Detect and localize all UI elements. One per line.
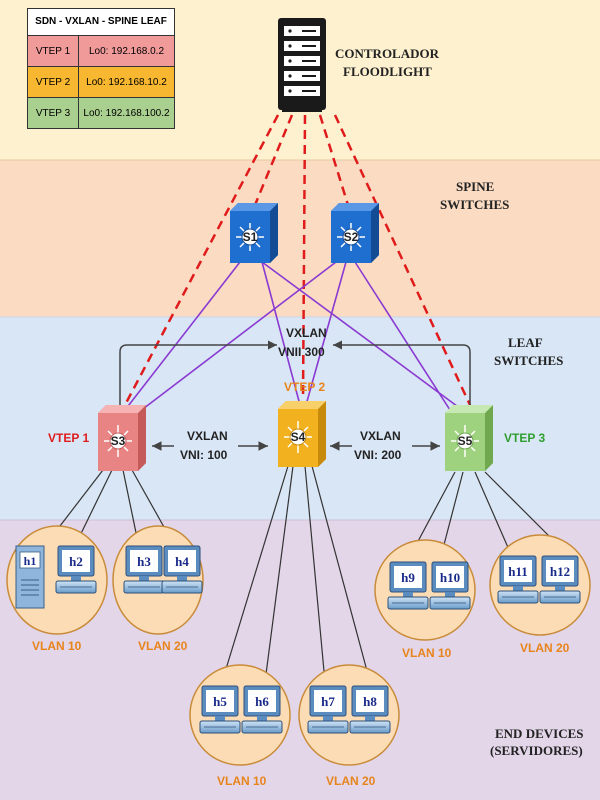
legend-loopback: Lo0: 192.168.10.2 <box>86 76 167 88</box>
host-label: h7 <box>321 694 335 709</box>
host-label: h4 <box>175 554 189 569</box>
host-h11-icon: h11 <box>497 555 539 604</box>
switch-s4-label: S4 <box>291 430 306 444</box>
switch-s4-icon <box>278 401 326 467</box>
vlan-label-e: VLAN 10 <box>402 646 452 660</box>
vlan-label-c: VLAN 10 <box>217 774 267 788</box>
vxlan200-line1: VXLAN <box>360 429 401 443</box>
host-h8-icon: h8 <box>349 685 391 734</box>
host-h6-icon: h6 <box>241 685 283 734</box>
host-label: h3 <box>137 554 151 569</box>
host-group-vlan20-left <box>112 525 204 635</box>
vtep2-label: VTEP 2 <box>284 380 325 394</box>
host-label: h10 <box>440 570 460 585</box>
host-links <box>39 465 566 683</box>
vlan-label-d: VLAN 20 <box>326 774 376 788</box>
vlan-label-a: VLAN 10 <box>32 639 82 653</box>
vxlan100-line1: VXLAN <box>187 429 228 443</box>
leaf-label-line2: SWITCHES <box>494 353 563 368</box>
host-label: h9 <box>401 570 415 585</box>
vxlan-300-tunnel <box>119 340 471 405</box>
switch-s3-icon <box>98 405 146 471</box>
end-devices-label-line2: (SERVIDORES) <box>490 743 583 758</box>
host-label: h5 <box>213 694 227 709</box>
host-h2-icon: h2 <box>55 545 97 594</box>
host-h4-icon: h4 <box>161 545 203 594</box>
host-label: h1 <box>24 554 37 568</box>
host-h9-icon: h9 <box>387 561 429 610</box>
switch-s5-icon <box>445 405 493 471</box>
vlan-label-b: VLAN 20 <box>138 639 188 653</box>
switch-s1-label: S1 <box>243 230 258 244</box>
host-label: h12 <box>550 564 570 579</box>
host-h5-icon: h5 <box>199 685 241 734</box>
hosts-layer: h1 h2 h3 h4 h5 h6 h7 h8 h9 h10 h11 h12 <box>15 545 581 734</box>
spine-label-line1: SPINE <box>456 179 494 194</box>
legend-title: SDN - VXLAN - SPINE LEAF <box>28 9 174 36</box>
controller-label-line1: CONTROLADOR <box>335 46 440 61</box>
legend-vtep: VTEP 1 <box>28 36 79 66</box>
legend-loopback: Lo0: 192.168.100.2 <box>83 107 170 119</box>
legend-row-vtep3: VTEP 3 Lo0: 192.168.100.2 <box>28 98 174 128</box>
host-h12-icon: h12 <box>539 555 581 604</box>
controller-label-line2: FLOODLIGHT <box>343 64 432 79</box>
switch-s3-label: S3 <box>111 434 126 448</box>
vtep3-label: VTEP 3 <box>504 431 545 445</box>
vxlan100-line2: VNI: 100 <box>180 448 228 462</box>
legend-row-vtep1: VTEP 1 Lo0: 192.168.0.2 <box>28 36 174 67</box>
spine-zone <box>0 160 600 317</box>
host-h7-icon: h7 <box>307 685 349 734</box>
controller-links <box>123 114 472 406</box>
switch-s1-icon <box>230 203 278 263</box>
controller-server-icon <box>278 18 326 112</box>
spine-leaf-links <box>124 261 466 416</box>
legend-loopback: Lo0: 192.168.0.2 <box>88 45 165 57</box>
host-label: h6 <box>255 694 269 709</box>
host-label: h2 <box>69 554 83 569</box>
legend-table: SDN - VXLAN - SPINE LEAF VTEP 1 Lo0: 192… <box>27 8 175 129</box>
leaf-label-line1: LEAF <box>508 335 543 350</box>
vxlan300-line2: VNII 300 <box>278 345 325 359</box>
vlan-label-f: VLAN 20 <box>520 641 570 655</box>
legend-vtep: VTEP 3 <box>28 98 79 128</box>
vxlan300-line1: VXLAN <box>286 326 327 340</box>
host-h1-icon: h1 <box>15 545 45 609</box>
legend-row-vtep2: VTEP 2 Lo0: 192.168.10.2 <box>28 67 174 98</box>
switch-s2-icon <box>331 203 379 263</box>
host-h3-icon: h3 <box>123 545 165 594</box>
spine-label-line2: SWITCHES <box>440 197 509 212</box>
host-label: h8 <box>363 694 377 709</box>
vtep1-label: VTEP 1 <box>48 431 89 445</box>
host-h10-icon: h10 <box>429 561 471 610</box>
switch-s5-label: S5 <box>458 434 473 448</box>
switch-s2-label: S2 <box>344 230 359 244</box>
vxlan200-line2: VNI: 200 <box>354 448 402 462</box>
legend-vtep: VTEP 2 <box>28 67 79 97</box>
end-devices-label-line1: END DEVICES <box>495 726 584 741</box>
host-label: h11 <box>508 564 528 579</box>
